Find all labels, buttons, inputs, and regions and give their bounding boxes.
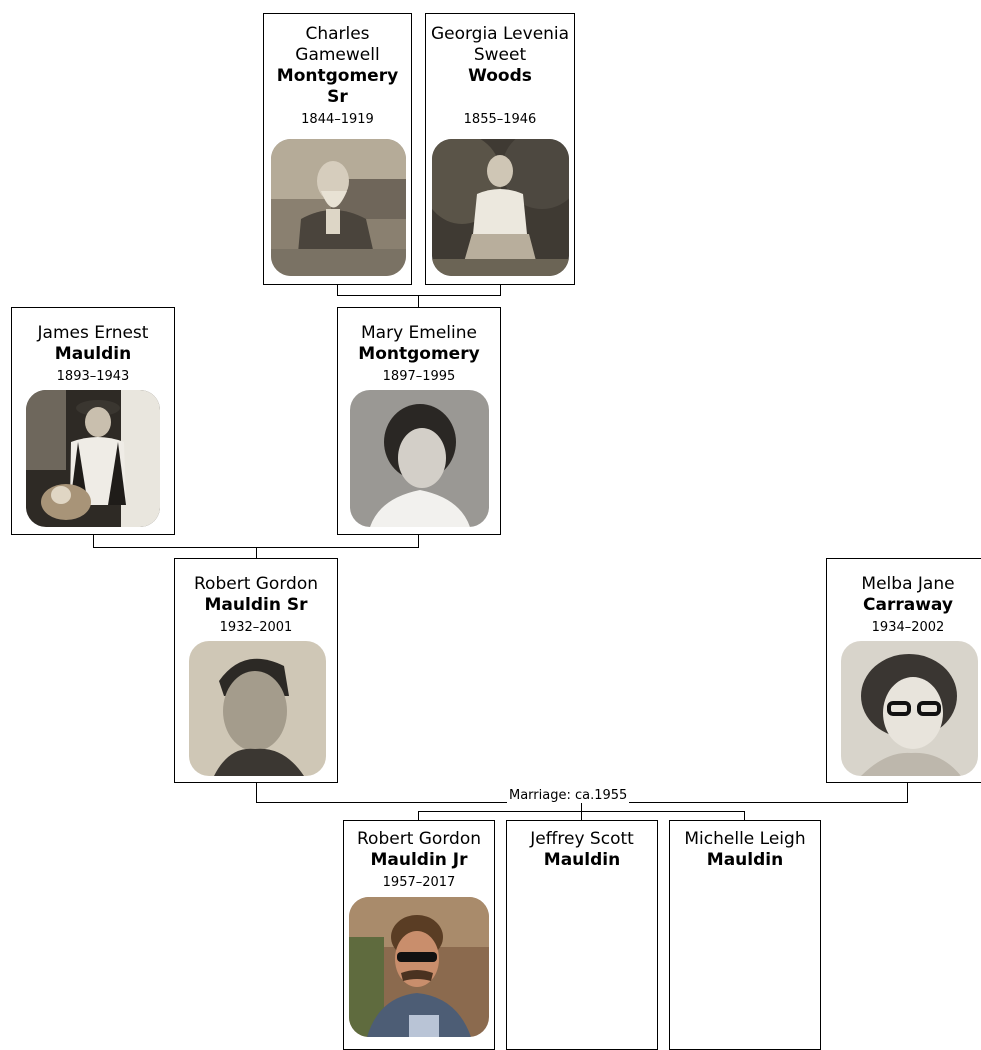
person-card-michelle-mauldin[interactable]: Michelle Leigh Mauldin	[669, 820, 821, 1050]
portrait-photo	[432, 139, 569, 276]
life-years: 1893–1943	[56, 369, 130, 384]
person-card-jeffrey-mauldin[interactable]: Jeffrey Scott Mauldin	[506, 820, 658, 1050]
connector-line	[256, 782, 257, 802]
portrait-photo	[841, 641, 978, 776]
life-years: 1957–2017	[382, 875, 456, 890]
marriage-label: Marriage: ca.1955	[507, 788, 630, 803]
given-name: Michelle Leigh	[684, 829, 806, 849]
portrait-photo	[349, 897, 489, 1037]
connector-line	[337, 295, 501, 296]
given-name: Georgia Levenia Sweet	[430, 24, 570, 65]
portrait-photo	[26, 390, 160, 527]
portrait-photo	[189, 641, 326, 776]
connector-line	[418, 811, 419, 821]
connector-line	[907, 782, 908, 802]
connector-line	[744, 811, 745, 821]
surname: Carraway	[863, 595, 953, 615]
connector-line	[337, 284, 338, 295]
surname: Mauldin Jr	[370, 850, 468, 870]
given-name: Robert Gordon	[194, 574, 318, 594]
person-card-charles-montgomery[interactable]: Charles Gamewell Montgomery Sr 1844–1919	[263, 13, 412, 285]
person-card-melba-carraway[interactable]: Melba Jane Carraway 1934–2002	[826, 558, 981, 783]
surname: Montgomery	[358, 344, 480, 364]
person-card-georgia-woods[interactable]: Georgia Levenia Sweet Woods 1855–1946	[425, 13, 575, 285]
life-years: 1897–1995	[382, 369, 456, 384]
given-name: Jeffrey Scott	[530, 829, 634, 849]
surname: Mauldin	[543, 850, 621, 870]
connector-line	[418, 295, 419, 308]
connector-line	[256, 547, 257, 559]
surname: Mauldin Sr	[204, 595, 308, 615]
portrait-photo	[350, 390, 489, 527]
person-card-robert-mauldin-sr[interactable]: Robert Gordon Mauldin Sr 1932–2001	[174, 558, 338, 783]
connector-line	[418, 535, 419, 547]
given-name: James Ernest	[37, 323, 149, 343]
connector-line	[581, 802, 582, 811]
portrait-photo	[271, 139, 406, 276]
life-years: 1932–2001	[219, 620, 293, 635]
surname: Mauldin	[706, 850, 784, 870]
life-years: 1934–2002	[871, 620, 945, 635]
life-years: 1855–1946	[463, 112, 537, 127]
given-name: Mary Emeline	[361, 323, 477, 343]
given-name: Robert Gordon	[357, 829, 481, 849]
connector-line	[581, 811, 582, 821]
surname: Woods	[468, 66, 532, 86]
surname: Montgomery Sr	[276, 66, 399, 107]
connector-line	[500, 284, 501, 295]
person-card-robert-mauldin-jr[interactable]: Robert Gordon Mauldin Jr 1957–2017	[343, 820, 495, 1050]
connector-line	[93, 535, 94, 547]
person-card-mary-montgomery[interactable]: Mary Emeline Montgomery 1897–1995	[337, 307, 501, 535]
life-years: 1844–1919	[301, 112, 374, 127]
person-card-james-mauldin[interactable]: James Ernest Mauldin 1893–1943	[11, 307, 175, 535]
surname: Mauldin	[54, 344, 132, 364]
given-name: Charles Gamewell	[295, 24, 380, 65]
given-name: Melba Jane	[861, 574, 955, 594]
